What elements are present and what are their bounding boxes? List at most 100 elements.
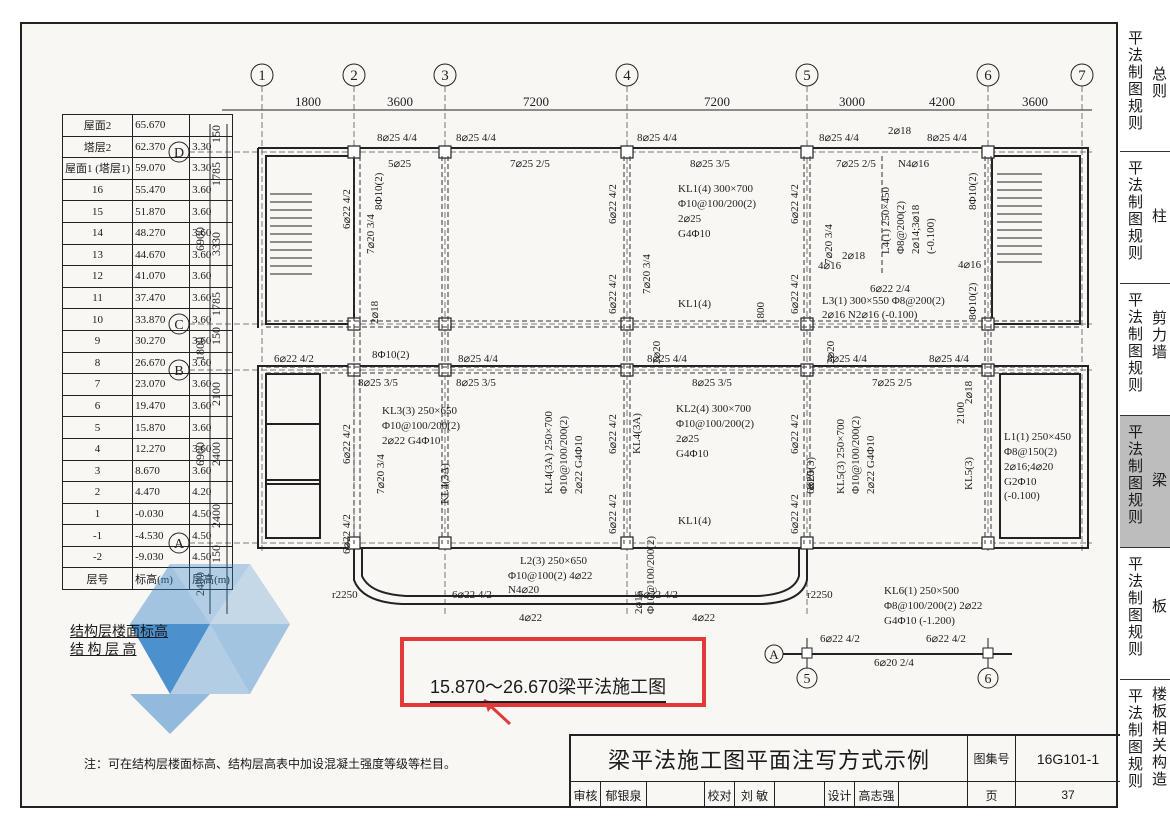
- floor-height: 3.60: [189, 437, 233, 461]
- svg-text:8⌀25 3/5: 8⌀25 3/5: [358, 377, 398, 389]
- floor-number: 8: [61, 351, 134, 375]
- svg-text:8⌀25 4/4: 8⌀25 4/4: [929, 353, 969, 365]
- svg-text:1800: 1800: [295, 94, 321, 109]
- svg-text:4: 4: [623, 68, 631, 84]
- svg-text:7: 7: [1078, 68, 1086, 84]
- floor-elevation: 51.870: [132, 200, 191, 223]
- floor-number: 7: [61, 373, 134, 396]
- svg-text:8⌀25 3/5: 8⌀25 3/5: [690, 158, 730, 170]
- svg-text:KL6(1) 250×500: KL6(1) 250×500: [884, 585, 959, 597]
- svg-text:2⌀22 G4Φ10: 2⌀22 G4Φ10: [573, 435, 585, 494]
- svg-text:Φ10@100/200(2): Φ10@100/200(2): [558, 416, 570, 494]
- floor-table-header-cell: 标高(m): [132, 567, 191, 591]
- floor-height: 3.60: [189, 459, 233, 483]
- axis-bubbles-top: 1 2 3 4 5 6 7: [250, 63, 1094, 87]
- svg-text:7⌀25 2/5: 7⌀25 2/5: [510, 158, 550, 170]
- atlas-number: 16G101-1: [1016, 736, 1120, 782]
- floor-number: 屋面2: [61, 114, 134, 137]
- tab-slab-details[interactable]: 平法制图规则楼板相关构造: [1128, 686, 1168, 790]
- svg-text:6⌀22 4/2: 6⌀22 4/2: [607, 414, 619, 454]
- floor-height: 3.60: [189, 265, 233, 288]
- svg-text:Φ10@100/200(2): Φ10@100/200(2): [645, 536, 657, 614]
- svg-text:KL2(4) 300×700: KL2(4) 300×700: [676, 403, 751, 415]
- floor-height: 3.60: [189, 351, 233, 375]
- page-number: 37: [1061, 788, 1075, 802]
- review-label: 审核: [571, 782, 601, 808]
- floor-height: 4.50: [189, 502, 233, 526]
- floor-number: -1: [61, 524, 134, 547]
- tab-slab[interactable]: 平法制图规则板: [1120, 548, 1170, 680]
- floor-height: 3.60: [189, 243, 233, 267]
- svg-text:6⌀22 4/2: 6⌀22 4/2: [789, 274, 801, 314]
- floor-height: 3.60: [189, 221, 233, 245]
- svg-text:8⌀25 4/4: 8⌀25 4/4: [647, 353, 687, 365]
- svg-text:2⌀16: 2⌀16: [633, 590, 645, 614]
- floor-elevation: -4.530: [132, 524, 191, 547]
- svg-text:(-0.100): (-0.100): [1004, 490, 1040, 502]
- floor-number: 11: [61, 286, 134, 310]
- svg-text:KL4(3A): KL4(3A): [439, 463, 451, 504]
- svg-text:Φ10@100/200(2): Φ10@100/200(2): [850, 416, 862, 494]
- floor-elevation: 30.270: [132, 329, 191, 353]
- floor-height: 3.60: [189, 308, 233, 331]
- svg-text:G4Φ10 (-1.200): G4Φ10 (-1.200): [884, 615, 955, 627]
- floor-elevation: 4.470: [132, 481, 191, 504]
- svg-text:Φ10@100/200(2): Φ10@100/200(2): [382, 420, 460, 432]
- tab-shear-wall[interactable]: 平法制图规则剪力墙: [1120, 284, 1170, 416]
- tab-column[interactable]: 平法制图规则柱: [1120, 152, 1170, 284]
- svg-text:1800: 1800: [755, 302, 767, 325]
- svg-text:(-0.100): (-0.100): [925, 218, 937, 254]
- svg-text:7200: 7200: [523, 94, 549, 109]
- tab-beam[interactable]: 平法制图规则梁: [1120, 416, 1170, 548]
- svg-text:6⌀22 4/2: 6⌀22 4/2: [926, 633, 966, 645]
- floor-number: 6: [61, 394, 134, 418]
- floor-elevation: 26.670: [132, 351, 191, 375]
- floor-table-header: 层号标高(m)层高(m): [61, 567, 233, 591]
- svg-text:1: 1: [258, 68, 266, 84]
- floor-elevation: 37.470: [132, 286, 191, 310]
- svg-text:8⌀25 4/4: 8⌀25 4/4: [456, 132, 496, 144]
- svg-text:5: 5: [803, 68, 811, 84]
- checker-signature: [775, 782, 825, 808]
- page-label: 页: [968, 782, 1016, 808]
- beam-plan-drawing: 1 2 3 4 5 6 7 1800 3600 7200 7200 3000 4…: [168, 63, 1094, 726]
- legend-line-1: 结构层楼面标高: [70, 625, 168, 640]
- footnote: 注：可在结构层楼面标高、结构层高表中加设混凝土强度等级等栏目。: [84, 757, 457, 771]
- floor-elevation: 33.870: [132, 308, 191, 331]
- svg-text:L3(1) 300×550 Φ8@200(2): L3(1) 300×550 Φ8@200(2): [822, 295, 945, 307]
- floor-elevation: 44.670: [132, 243, 191, 267]
- atlas-label: 图集号: [968, 736, 1016, 782]
- floor-number: 5: [61, 416, 134, 439]
- reviewer-signature: [647, 782, 705, 808]
- floor-number: 12: [61, 265, 134, 288]
- svg-text:3600: 3600: [387, 94, 413, 109]
- svg-text:Φ8@150(2): Φ8@150(2): [1004, 446, 1057, 458]
- svg-text:2⌀16;4⌀20: 2⌀16;4⌀20: [1004, 461, 1054, 473]
- svg-text:L1(1) 250×450: L1(1) 250×450: [1004, 431, 1071, 443]
- svg-text:6⌀22 4/2: 6⌀22 4/2: [274, 353, 314, 365]
- tab-general[interactable]: 平法制图规则总则: [1120, 22, 1170, 152]
- floor-number: 1: [61, 502, 134, 526]
- svg-text:6⌀22 4/2: 6⌀22 4/2: [341, 189, 353, 229]
- svg-text:6: 6: [984, 68, 992, 84]
- svg-text:6: 6: [985, 672, 992, 687]
- svg-text:KL1(4) 300×700: KL1(4) 300×700: [678, 183, 753, 195]
- svg-text:8⌀25 4/4: 8⌀25 4/4: [377, 132, 417, 144]
- svg-text:2⌀18: 2⌀18: [888, 125, 912, 137]
- svg-text:4⌀22: 4⌀22: [692, 612, 715, 624]
- svg-text:6⌀22 4/2: 6⌀22 4/2: [789, 494, 801, 534]
- svg-text:8Φ10(2): 8Φ10(2): [967, 282, 979, 320]
- floor-height: 3.60: [189, 416, 233, 439]
- svg-text:4200: 4200: [929, 94, 955, 109]
- floor-elevation: 19.470: [132, 394, 191, 418]
- svg-text:4⌀16: 4⌀16: [958, 259, 982, 271]
- drawing-title: 15.870～26.670梁平法施工图: [430, 673, 667, 703]
